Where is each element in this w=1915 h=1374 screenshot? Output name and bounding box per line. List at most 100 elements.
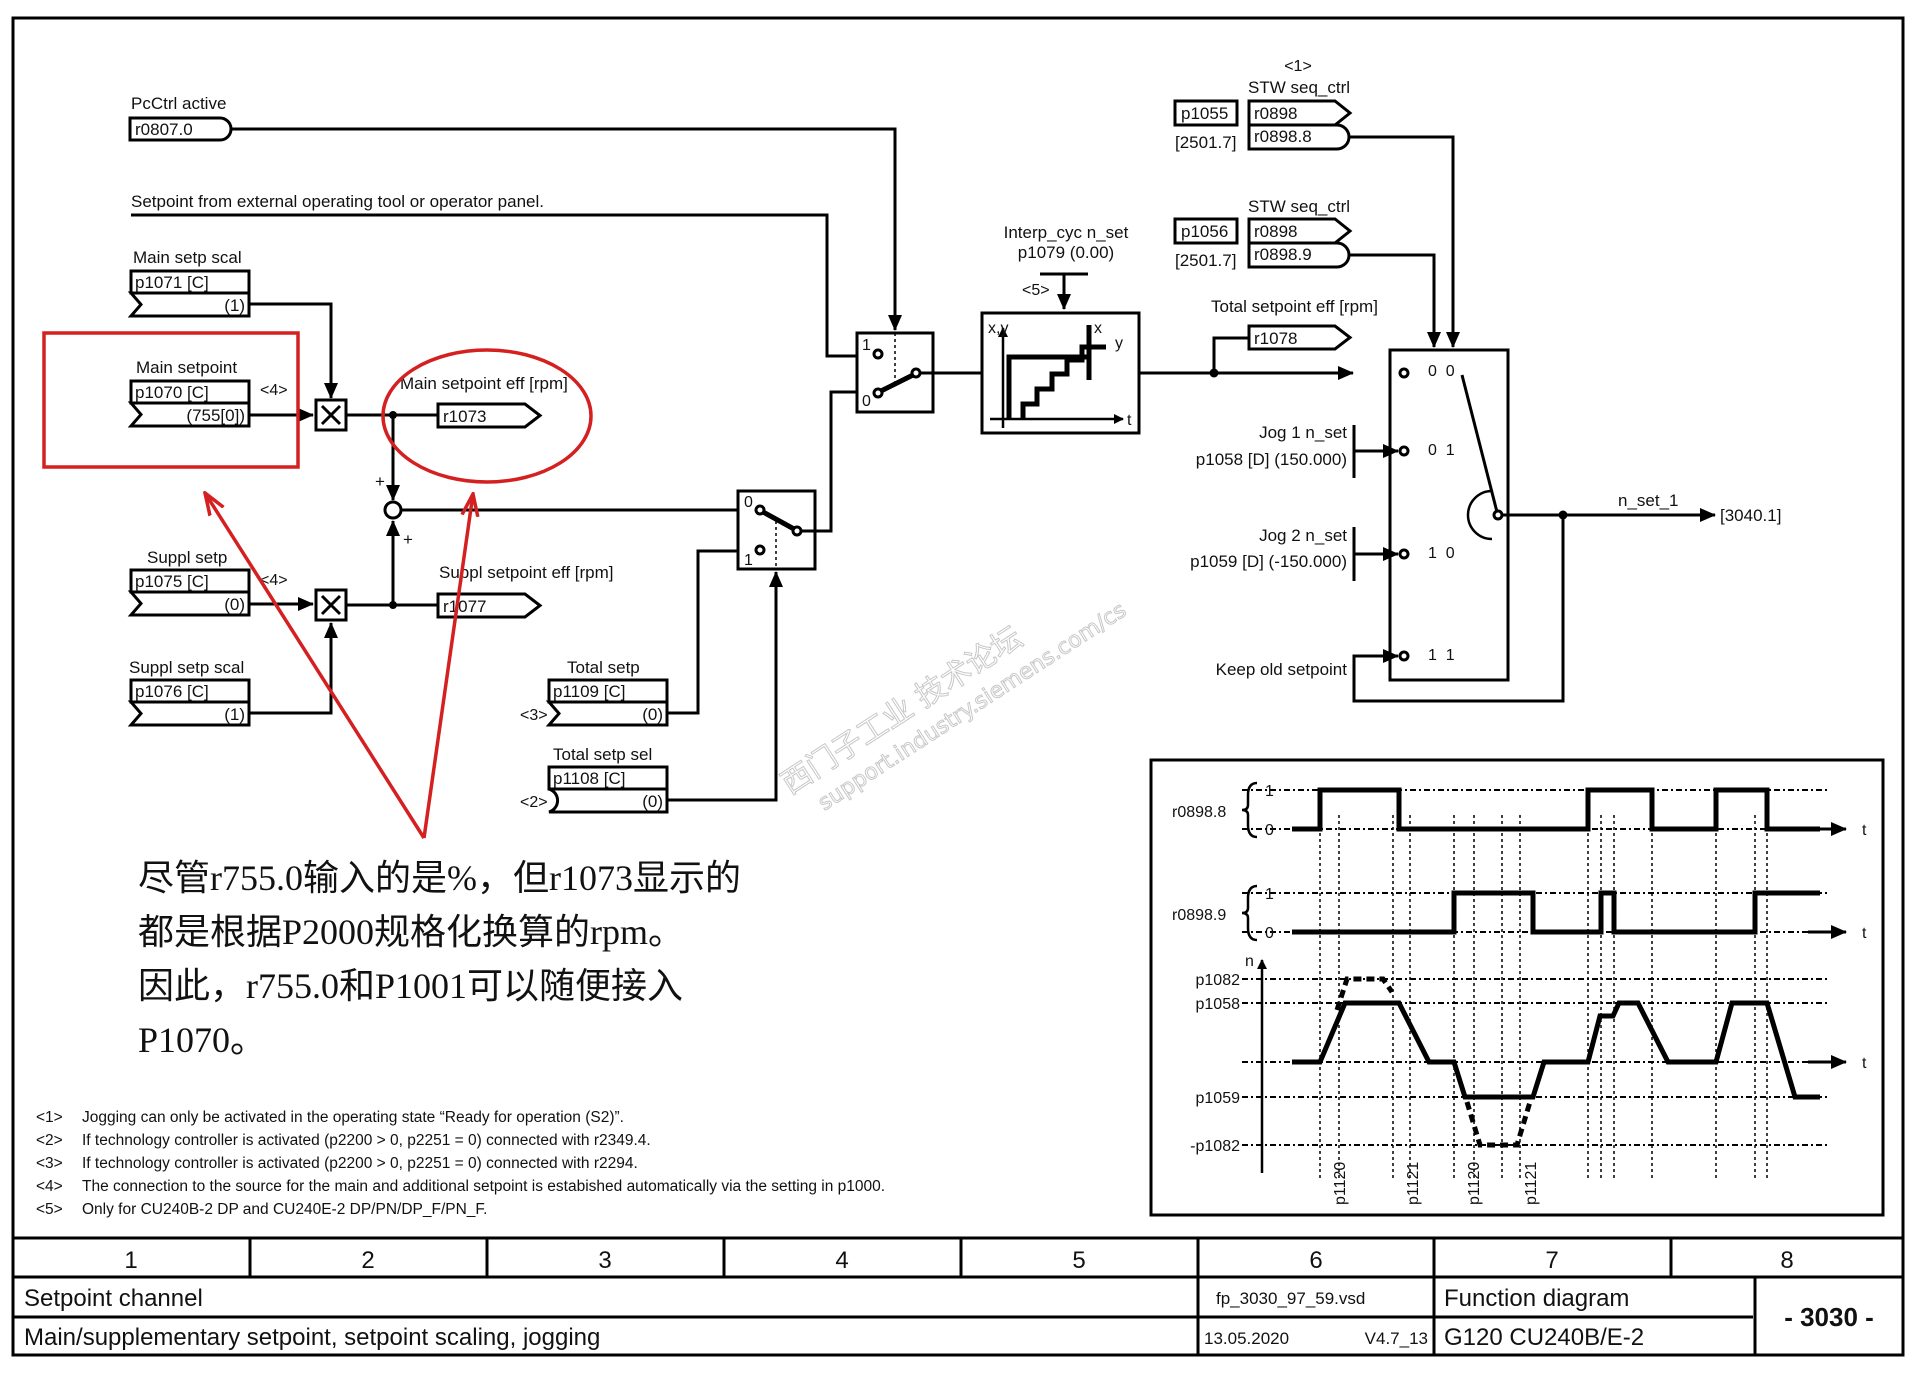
- total-sel-connector[interactable]: [547, 765, 669, 814]
- speed-profile: [1292, 1000, 1820, 1100]
- stw2-bit: r0898.9: [1254, 245, 1312, 264]
- ramp-time-label: p1121: [1405, 1162, 1422, 1205]
- pcctrl-connector[interactable]: [128, 116, 233, 142]
- n-set-label: n_set_1: [1618, 491, 1679, 510]
- suppl-setp-default: (0): [224, 595, 245, 614]
- suppl-scal-connector[interactable]: [127, 678, 251, 727]
- total-setp-wire: [667, 549, 757, 715]
- svg-text:If technology controller is ac: If technology controller is activated (p…: [82, 1155, 638, 1172]
- total-setp-note: <3>: [520, 707, 548, 724]
- main-scal-wire: [249, 302, 338, 399]
- ramp-time-label: p1120: [1466, 1162, 1483, 1205]
- total-eff-label: Total setpoint eff [rpm]: [1211, 297, 1378, 316]
- doc-type: Function diagram: [1444, 1285, 1629, 1312]
- suppl-eff-label: Suppl setpoint eff [rpm]: [439, 563, 614, 582]
- suppl-scal-wire: [249, 622, 338, 715]
- total-sel-param: p1108 [C]: [553, 769, 625, 788]
- sum-plus-bottom: +: [403, 530, 413, 549]
- total-setp-connector[interactable]: [545, 678, 669, 727]
- stw1-bit-connector[interactable]: [1247, 123, 1351, 151]
- speed-profile-p1082-negative: [1464, 1101, 1533, 1148]
- ramp-time-label: p1120: [1332, 1162, 1349, 1205]
- svg-text:1 1: 1 1: [1428, 647, 1455, 664]
- stw2-label: STW seq_ctrl: [1248, 197, 1350, 216]
- pcctrl-param: r0807.0: [135, 120, 193, 139]
- main-eff-connector[interactable]: [436, 402, 543, 429]
- level-label: 0: [1265, 822, 1274, 839]
- speed-level-label: p1058: [1196, 996, 1241, 1013]
- svg-text:Jogging can only be activated: Jogging can only be activated in the ope…: [82, 1109, 624, 1126]
- total-eff-param: r1078: [1254, 329, 1297, 348]
- column-5: 5: [1072, 1247, 1085, 1274]
- main-scal-param: p1071 [C]: [135, 273, 209, 292]
- footnotes: <1> Jogging can only be activated in the…: [36, 1109, 885, 1218]
- total-eff-connector[interactable]: [1247, 324, 1353, 351]
- svg-text:1 0: 1 0: [1428, 545, 1455, 562]
- jog-selector-block: [1388, 348, 1510, 682]
- jog1-param[interactable]: p1058 [D] (150.000): [1196, 450, 1347, 469]
- column-6: 6: [1309, 1247, 1322, 1274]
- file-name: fp_3030_97_59.vsd: [1216, 1289, 1365, 1308]
- svg-text:西门子工业 技术论坛: 西门子工业 技术论坛: [775, 620, 1029, 802]
- svg-text:t: t: [1127, 412, 1132, 429]
- svg-text:都是根据P2000规格化换算的rpm。: 都是根据P2000规格化换算的rpm。: [138, 912, 684, 952]
- signal-r0898-9: [1292, 890, 1820, 935]
- svg-text:support.industry.siemens.com/c: support.industry.siemens.com/cs: [814, 598, 1131, 816]
- svg-text:因此，r755.0和P1001可以随便接入: 因此，r755.0和P1001可以随便接入: [138, 966, 683, 1006]
- n-set-target[interactable]: [3040.1]: [1720, 506, 1781, 525]
- suppl-setp-note: <4>: [260, 572, 288, 589]
- speed-level-label: -p1082: [1190, 1138, 1240, 1155]
- svg-text:<4>: <4>: [36, 1178, 63, 1195]
- stw2-ref: [2501.7]: [1175, 251, 1236, 270]
- chinese-annotation: 尽管r755.0输入的是%，但r1073显示的 都是根据P2000规格化换算的r…: [138, 858, 741, 1060]
- doc-version: V4.7_13: [1365, 1329, 1428, 1348]
- stw1-source-box[interactable]: [1173, 99, 1239, 127]
- main-setpoint-label: Main setpoint: [136, 358, 237, 377]
- main-setpoint-connector[interactable]: [127, 379, 251, 428]
- suppl-setp-label: Suppl setp: [147, 548, 227, 567]
- svg-text:1: 1: [862, 337, 871, 354]
- svg-text:0 0: 0 0: [1428, 363, 1455, 380]
- jog2-param[interactable]: p1059 [D] (-150.000): [1190, 552, 1347, 571]
- keep-old-label: Keep old setpoint: [1216, 660, 1348, 679]
- svg-text:x,y: x,y: [988, 320, 1008, 337]
- svg-text:0: 0: [862, 393, 871, 410]
- stw2-bit-connector[interactable]: [1247, 241, 1351, 269]
- main-multiplier: [314, 398, 348, 432]
- total-sel-default: (0): [642, 792, 663, 811]
- main-scal-label: Main setp scal: [133, 248, 242, 267]
- jog1-wire: [1352, 425, 1398, 478]
- suppl-eff-connector[interactable]: [436, 592, 543, 619]
- interp-param: p1079 (0.00): [1018, 243, 1114, 262]
- stw2-source-box[interactable]: [1173, 217, 1239, 245]
- main-eff-label: Main setpoint eff [rpm]: [400, 374, 568, 393]
- svg-text:Only for CU240B-2 DP and CU240: Only for CU240B-2 DP and CU240E-2 DP/PN/…: [82, 1201, 487, 1218]
- total-sel-wire: [667, 571, 783, 802]
- stw1-param-connector[interactable]: [1247, 99, 1353, 127]
- svg-text:<2>: <2>: [36, 1132, 63, 1149]
- suppl-eff-param: r1077: [443, 597, 486, 616]
- stw1-param: r0898: [1254, 104, 1297, 123]
- speed-profile-p1082-positive: [1334, 976, 1395, 1011]
- timing-chart: tttnr0898.8r0898.91010p1082p1058p1059-p1…: [1172, 781, 1867, 1205]
- brace-r0898-9: [1241, 884, 1258, 942]
- suppl-setp-param: p1075 [C]: [135, 572, 209, 591]
- svg-text:<5>: <5>: [36, 1201, 63, 1218]
- suppl-scal-label: Suppl setp scal: [129, 658, 244, 677]
- column-2: 2: [361, 1247, 374, 1274]
- stw1-ref: [2501.7]: [1175, 133, 1236, 152]
- level-label: 1: [1265, 783, 1274, 800]
- junction-suppl: [389, 601, 397, 609]
- stw1-wire: [1349, 135, 1460, 348]
- main-scal-connector[interactable]: [127, 269, 251, 318]
- suppl-setp-connector[interactable]: [127, 568, 251, 617]
- column-8: 8: [1780, 1247, 1793, 1274]
- main-setpoint-note: <4>: [260, 382, 288, 399]
- red-arrow-right: [422, 494, 473, 839]
- switch2-output-wire: [801, 390, 858, 533]
- highlight-r1073: [381, 348, 593, 484]
- stw2-param-connector[interactable]: [1247, 217, 1353, 245]
- jog2-label: Jog 2 n_set: [1259, 526, 1347, 545]
- external-setpoint-wire: [131, 213, 858, 358]
